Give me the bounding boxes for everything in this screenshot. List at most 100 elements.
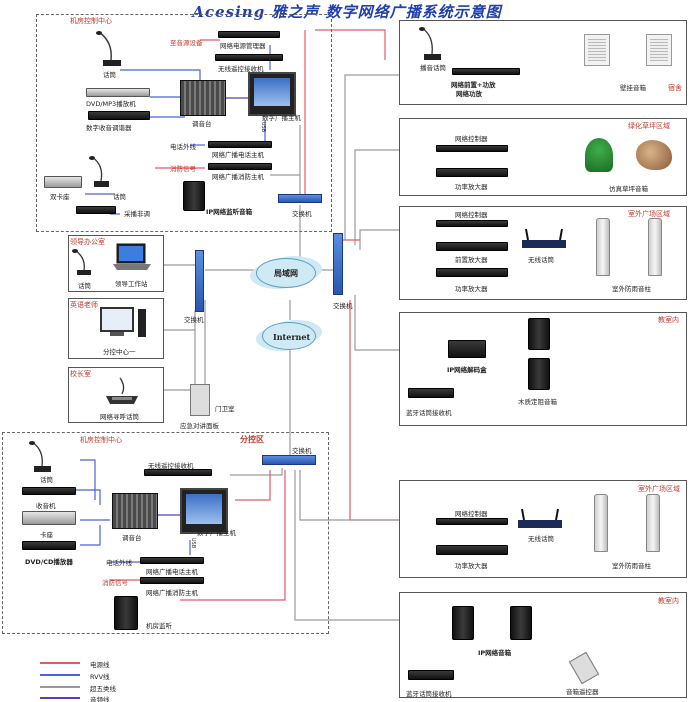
- broadcast-host-device: [248, 72, 296, 116]
- switch-lower-label: 交换机: [292, 447, 312, 455]
- lawn-controller-device: [436, 145, 508, 152]
- intercom-panel-label: 应急对讲面板: [180, 422, 219, 430]
- wire: [180, 470, 286, 601]
- sub-fire-host-label: 网络广播消防主机: [146, 589, 198, 597]
- switch-top-device: [278, 194, 322, 203]
- outdoor1-controller-device: [436, 220, 508, 227]
- sub-usb-label: USB: [190, 537, 197, 549]
- bt-receiver-device: [408, 388, 454, 398]
- sub-phone-host-label: 网络广播电话主机: [146, 568, 198, 576]
- wireless-receiver-label: 无线遥控接收机: [218, 65, 264, 73]
- mic-label: 话筒: [103, 71, 116, 79]
- tuner-device: [88, 111, 150, 120]
- sub-mixer-device: [112, 493, 158, 529]
- deck-label: 卡座: [40, 531, 53, 539]
- legend-audio-line-swatch: [40, 697, 80, 699]
- lawn-speaker-label: 仿真草坪音箱: [609, 185, 648, 193]
- dorm-amp-label: 网络功放: [456, 90, 482, 98]
- classroom2-bt-label: 蓝牙话筒接收机: [406, 690, 452, 698]
- phone-host-device: [208, 141, 272, 148]
- sub-wireless-rx-device: [144, 469, 212, 476]
- principal-office-title: 校长室: [70, 370, 91, 378]
- legend-power-line-swatch: [40, 662, 80, 664]
- paging-microphone-icon: [106, 377, 138, 404]
- sub-monitor-label: 机房监听: [146, 622, 172, 630]
- sub-monitor-speaker-icon: [114, 596, 138, 630]
- ip-decoder-label: IP网络解码盒: [447, 366, 487, 374]
- switch-left-device: [195, 250, 204, 312]
- sub-center-label: 分控中心一: [103, 348, 136, 356]
- legend-utp-line-label: 超五类线: [90, 685, 116, 693]
- switch-mid-device: [333, 233, 343, 295]
- wire: [80, 525, 101, 546]
- microphone-icon: [96, 31, 121, 66]
- laptop-icon: [113, 243, 151, 270]
- leader-office-title: 领导办公室: [70, 238, 105, 246]
- sub-host-label: 数字广播主机: [197, 529, 236, 537]
- legend-rvv-line-label: RVV线: [90, 673, 110, 681]
- deck-device: [22, 511, 76, 525]
- outdoor2-title: 室外广场区域: [638, 485, 680, 493]
- switch-mid-label: 交换机: [333, 302, 353, 310]
- sub-fire-host-device: [140, 577, 204, 584]
- classroom1-speaker-label: 木质定阻音箱: [518, 398, 557, 406]
- ip-speaker-icon: [510, 606, 532, 640]
- outdoor1-controller-label: 网络控制器: [455, 211, 488, 219]
- dual-deck-device: [44, 176, 82, 188]
- classroom2-remote-label: 音箱遥控器: [566, 688, 599, 696]
- fire-host-device: [208, 163, 272, 170]
- microphone-icon: [419, 27, 441, 60]
- mixer-amp-label: 采播非调: [124, 210, 150, 218]
- fire-signal-label: 消防信号: [170, 165, 196, 173]
- wire: [235, 470, 271, 501]
- microphone-icon: [89, 156, 109, 187]
- monitor-speaker-icon: [183, 181, 205, 211]
- column-speaker-icon: [594, 494, 608, 552]
- outdoor1-preamp-device: [436, 242, 508, 251]
- fire-host-label: 网络广播消防主机: [212, 173, 264, 181]
- wire: [299, 470, 400, 521]
- outdoor2-controller-label: 网络控制器: [455, 510, 488, 518]
- sub-phone-line-label: 电话外线: [106, 559, 132, 567]
- phone-host-label: 网络广播电话主机: [212, 151, 264, 159]
- sub-mixer-label: 调音台: [122, 534, 142, 542]
- switch-top-label: 交换机: [292, 210, 312, 218]
- radio-label: 收音机: [36, 502, 56, 510]
- wire: [294, 470, 400, 621]
- sub-center-title: 机房控制中心: [80, 436, 122, 444]
- sub-area-title: 分控区: [240, 435, 264, 444]
- internet-cloud-icon: [262, 322, 316, 350]
- ip-speaker-icon: [452, 606, 474, 640]
- microphone-icon: [29, 441, 51, 472]
- broadcast-host-label: 数字广播主机: [262, 114, 301, 122]
- sub-fire-signal-label: 消防信号: [102, 579, 128, 587]
- wire: [334, 239, 400, 521]
- lawn-title: 绿化草坪区域: [628, 122, 670, 130]
- phone-line-label: 电话外线: [170, 143, 196, 151]
- outdoor1-wireless-label: 无线话筒: [528, 256, 554, 264]
- lawn-controller-label: 网络控制器: [455, 135, 488, 143]
- sub-phone-host-device: [140, 557, 204, 564]
- wireless-mic-receiver-icon: [522, 228, 566, 248]
- paging-mic-label: 网络寻呼话筒: [100, 413, 139, 421]
- dual-deck-label: 双卡座: [50, 193, 70, 201]
- monitor-speaker-label: IP网络监听音箱: [206, 208, 253, 216]
- outdoor1-amp-device: [436, 268, 508, 277]
- wood-speaker-icon: [528, 358, 550, 390]
- outdoor2-amp-label: 功率放大器: [455, 562, 488, 570]
- machine-room-title: 机房控制中心: [70, 17, 112, 25]
- wireless-mic-receiver-icon: [518, 508, 562, 528]
- page-title: Acesing 雅之声 数字网络广播系统示意图: [192, 3, 502, 21]
- mixer-device: [180, 80, 226, 116]
- wire: [315, 29, 386, 60]
- machine-room-zone: [36, 14, 332, 232]
- legend-audio-line-label: 音频线: [90, 696, 110, 702]
- outdoor2-amp-device: [436, 545, 508, 555]
- power-manager-label: 网络电源管理器: [220, 42, 266, 50]
- mixer-label: 调音台: [192, 120, 212, 128]
- dorm-preamp-device: [452, 68, 520, 75]
- mixer-amp-device: [76, 206, 116, 214]
- column-speaker-icon: [648, 218, 662, 276]
- outdoor1-column-label: 室外防雨音柱: [612, 285, 651, 293]
- switch-left-label: 交换机: [184, 316, 204, 324]
